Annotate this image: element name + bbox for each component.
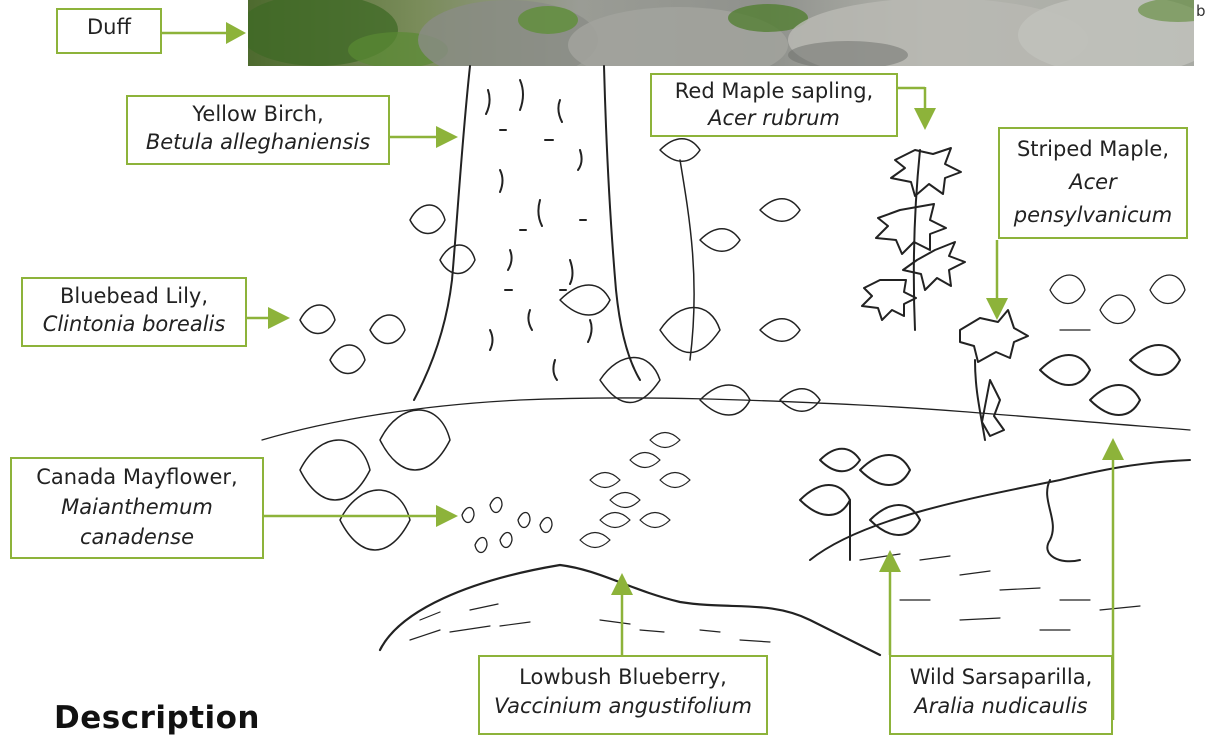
label-lowbush-blueberry: Lowbush Blueberry, Vaccinium angustifoli…	[478, 655, 768, 735]
label-duff: Duff	[56, 8, 162, 54]
label-bluebead-lily-scientific: Clintonia borealis	[29, 310, 239, 338]
mayflower-leaves	[462, 498, 552, 553]
label-striped-maple-common: Striped Maple,	[1006, 133, 1180, 166]
label-lowbush-blueberry-common: Lowbush Blueberry,	[486, 663, 760, 692]
label-yellow-birch-scientific: Betula alleghaniensis	[134, 128, 382, 156]
blueberry-shrub	[580, 433, 690, 548]
striped-maple-arrow	[986, 240, 1008, 320]
label-canada-mayflower: Canada Mayflower, Maianthemum canadense	[10, 457, 264, 559]
label-duff-common: Duff	[64, 13, 154, 42]
sarsaparilla-leaves	[800, 345, 1180, 560]
bluebead-lily-leaves	[300, 205, 475, 550]
yellow-birch-trunk	[414, 66, 640, 400]
label-red-maple-common: Red Maple sapling,	[658, 78, 890, 105]
label-lowbush-blueberry-scientific: Vaccinium angustifolium	[486, 692, 760, 721]
understory-leaves	[560, 139, 820, 415]
label-yellow-birch: Yellow Birch, Betula alleghaniensis	[126, 95, 390, 165]
label-wild-sarsaparilla: Wild Sarsaparilla, Aralia nudicaulis	[889, 655, 1113, 735]
label-wild-sarsaparilla-common: Wild Sarsaparilla,	[897, 663, 1105, 692]
label-striped-maple: Striped Maple, Acer pensylvanicum	[998, 127, 1188, 239]
label-bluebead-lily-common: Bluebead Lily,	[29, 282, 239, 310]
label-red-maple-scientific: Acer rubrum	[658, 105, 890, 132]
yellow-birch-arrow	[388, 126, 458, 148]
label-red-maple: Red Maple sapling, Acer rubrum	[650, 73, 898, 137]
edge-text: b	[1196, 2, 1206, 20]
label-canada-mayflower-scientific-1: Maianthemum	[18, 492, 256, 522]
label-striped-maple-scientific-2: pensylvanicum	[1006, 199, 1180, 232]
striped-maple-leaves	[960, 310, 1028, 440]
bluebead-lily-arrow	[244, 307, 290, 329]
label-wild-sarsaparilla-scientific: Aralia nudicaulis	[897, 692, 1105, 721]
label-canada-mayflower-common: Canada Mayflower,	[18, 462, 256, 492]
label-bluebead-lily: Bluebead Lily, Clintonia borealis	[21, 277, 247, 347]
duff-arrow	[160, 22, 246, 44]
canada-mayflower-arrow	[262, 505, 458, 527]
label-striped-maple-scientific-1: Acer	[1006, 166, 1180, 199]
red-maple-arrow	[895, 87, 936, 130]
label-yellow-birch-common: Yellow Birch,	[134, 100, 382, 128]
label-canada-mayflower-scientific-2: canadense	[18, 522, 256, 552]
wild-sarsaparilla-arrow	[879, 550, 901, 655]
